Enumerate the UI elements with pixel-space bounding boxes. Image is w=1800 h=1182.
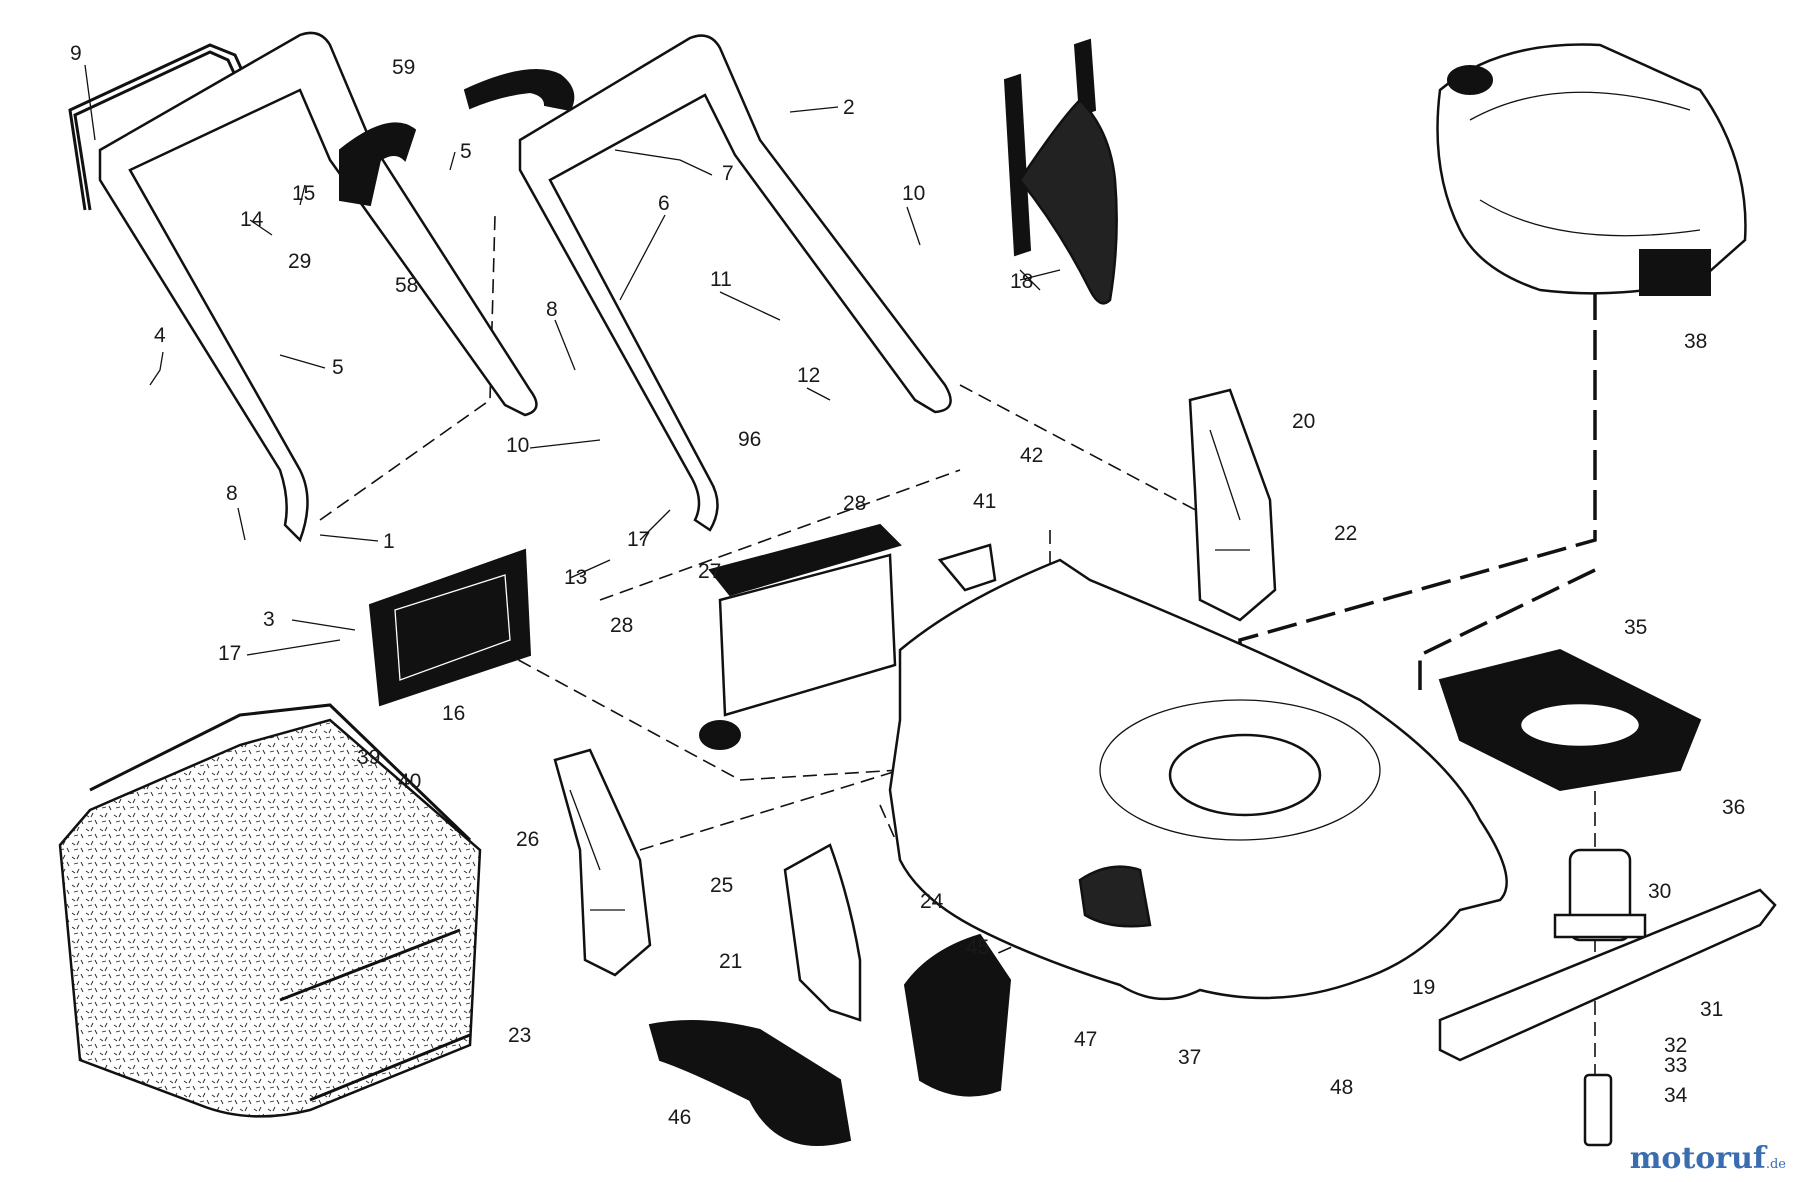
- callout: 32: [1664, 1034, 1687, 1057]
- callout: 22: [1334, 522, 1357, 545]
- callout: 18: [1010, 270, 1033, 293]
- callout: 26: [516, 828, 539, 851]
- part-27-rear-flap: [699, 523, 902, 750]
- callout: 15: [292, 182, 315, 205]
- callout: 6: [658, 192, 670, 215]
- callout: 17: [218, 642, 241, 665]
- part-30-spacer: [1553, 848, 1647, 942]
- callout: 20: [1292, 410, 1315, 433]
- part-38-engine: [1436, 43, 1747, 296]
- part-19-deck: [888, 558, 1508, 1001]
- part-46-side-chute: [648, 1020, 852, 1146]
- callout: 48: [1330, 1076, 1353, 1099]
- callout: 33: [1664, 1054, 1687, 1077]
- callout: 58: [395, 274, 418, 297]
- callout: 36: [1722, 796, 1745, 819]
- callout: 59: [392, 56, 415, 79]
- callout: 23: [508, 1024, 531, 1047]
- callout: 12: [797, 364, 820, 387]
- callout: 42: [1020, 444, 1043, 467]
- callout: 34: [1664, 1084, 1688, 1107]
- callout: 4: [154, 324, 166, 347]
- callout: 27: [698, 560, 721, 583]
- part-2-right-handle: [518, 34, 952, 532]
- part-1-left-handle: [98, 31, 538, 543]
- callout: 5: [460, 140, 472, 163]
- callout: 10: [506, 434, 529, 457]
- part-41-cover: [937, 543, 997, 592]
- leader-lines: [84, 64, 1061, 656]
- part-40-grass-bag: [58, 703, 482, 1118]
- callout: 30: [1648, 880, 1671, 903]
- callout: 35: [1624, 616, 1647, 639]
- callout-numbers: 1 2 3 4 5 5 6 7 8 8 9 10 10 11 12 13 14 …: [70, 42, 1745, 1129]
- callout: 11: [710, 268, 732, 291]
- watermark-tld: .de: [1765, 1157, 1786, 1172]
- callout: 8: [546, 298, 558, 321]
- callout: 31: [1700, 998, 1723, 1021]
- callout: 96: [738, 428, 761, 451]
- callout: 38: [1684, 330, 1707, 353]
- callout: 8: [226, 482, 238, 505]
- motoruf-watermark: motoruf.de: [1630, 1141, 1786, 1176]
- callout: 28: [843, 492, 866, 515]
- callout: 19: [1412, 976, 1435, 999]
- callout: 1: [383, 530, 395, 553]
- callout: 5: [332, 356, 344, 379]
- callout: 47: [1074, 1028, 1097, 1051]
- part-31-blade: [1438, 888, 1777, 1062]
- part-18-deflector: [1003, 38, 1118, 305]
- callout: 16: [442, 702, 465, 725]
- callout: 3: [263, 608, 275, 631]
- part-35-blade-adapter: [1438, 648, 1702, 792]
- part-45-mulch-plug: [903, 933, 1012, 1097]
- part-34-blade-bolt: [1583, 1073, 1613, 1147]
- callout: 24: [920, 890, 944, 913]
- callout: 46: [668, 1106, 691, 1129]
- watermark-name: motoruf: [1629, 1141, 1766, 1176]
- part-21-height-adjuster: [553, 748, 652, 977]
- callout: 37: [1178, 1046, 1201, 1069]
- callout: 25: [710, 874, 733, 897]
- callout: 21: [719, 950, 742, 973]
- callout: 41: [973, 490, 996, 513]
- callout: 2: [843, 96, 855, 119]
- callout: 28: [610, 614, 633, 637]
- part-59-rubber-hose: [339, 69, 575, 207]
- callout: 29: [288, 250, 311, 273]
- callout: 39: [357, 746, 380, 769]
- callout: 9: [70, 42, 82, 65]
- callout: 40: [398, 770, 421, 793]
- part-25-rear-bracket: [783, 843, 862, 1022]
- callout: 17: [627, 528, 650, 551]
- callout: 13: [564, 566, 587, 589]
- callout: 10: [902, 182, 925, 205]
- part-20-height-adjuster: [1188, 388, 1277, 622]
- callout: 45: [966, 936, 989, 959]
- callout: 7: [722, 162, 734, 185]
- part-16-rear-door: [368, 548, 532, 707]
